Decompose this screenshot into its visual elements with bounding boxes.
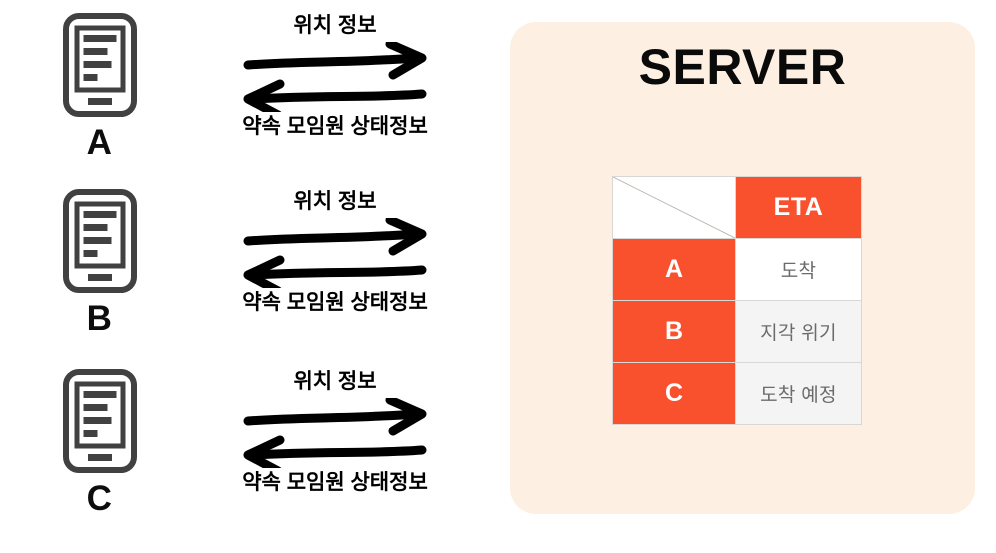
exchange-a: 위치 정보 약속 모임원 상태정보 <box>190 14 480 139</box>
row-key-b: B <box>612 300 736 363</box>
downlink-label: 약속 모임원 상태정보 <box>242 471 428 495</box>
table-row: A 도착 <box>612 238 862 301</box>
client-device-b: B <box>42 188 157 336</box>
status-badge-b: 지각 위기 <box>735 300 862 363</box>
client-device-a: A <box>42 12 157 160</box>
uplink-label: 위치 정보 <box>293 370 377 393</box>
table-row: C 도착 예정 <box>612 362 862 425</box>
exchange-c: 위치 정보 약속 모임원 상태정보 <box>190 370 480 495</box>
exchange-b: 위치 정보 약속 모임원 상태정보 <box>190 190 480 315</box>
uplink-label: 위치 정보 <box>293 190 377 213</box>
status-badge-a: 도착 <box>735 238 862 301</box>
client-row: C 위치 정보 약속 모임원 상태정보 <box>0 360 480 540</box>
client-label: C <box>86 479 113 518</box>
table-row: B 지각 위기 <box>612 300 862 363</box>
downlink-label: 약속 모임원 상태정보 <box>242 291 428 315</box>
uplink-label: 위치 정보 <box>293 14 377 37</box>
tablet-icon <box>62 369 137 473</box>
bidirectional-arrows-icon <box>243 42 427 113</box>
tablet-icon <box>62 189 137 293</box>
client-label: A <box>86 123 113 162</box>
column-header-eta: ETA <box>735 176 862 239</box>
client-device-c: C <box>42 368 157 516</box>
tablet-icon <box>62 13 137 117</box>
status-badge-c: 도착 예정 <box>735 362 862 425</box>
client-label: B <box>86 299 113 338</box>
eta-status-table: ETA A 도착 B 지각 위기 C 도착 예정 <box>612 176 862 425</box>
bidirectional-arrows-icon <box>243 218 427 289</box>
server-panel: SERVER ETA A 도착 B 지각 위기 <box>510 22 975 514</box>
table-header-row: ETA <box>612 176 862 239</box>
client-row: A 위치 정보 약속 모임원 상태정보 <box>0 4 480 184</box>
row-key-c: C <box>612 362 736 425</box>
diagonal-divider-icon <box>613 177 735 238</box>
downlink-label: 약속 모임원 상태정보 <box>242 115 428 139</box>
server-title: SERVER <box>638 39 847 95</box>
client-row: B 위치 정보 약속 모임원 상태정보 <box>0 180 480 360</box>
bidirectional-arrows-icon <box>243 398 427 469</box>
row-key-a: A <box>612 238 736 301</box>
table-corner-cell <box>612 176 736 239</box>
